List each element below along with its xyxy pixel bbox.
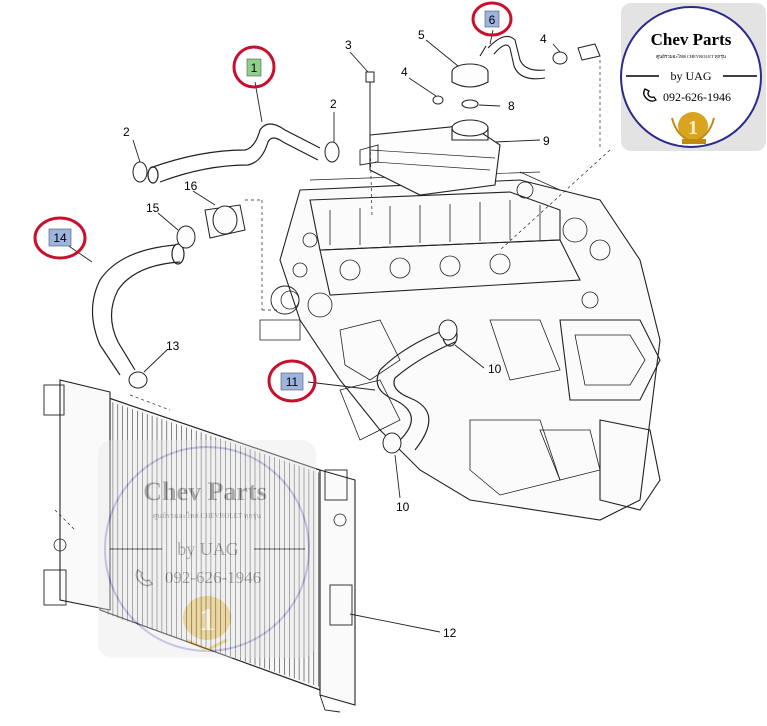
reservoir-cap [451, 63, 489, 109]
highlight-6: 6 [471, 1, 513, 37]
callout-9: 9 [543, 134, 550, 148]
callout-2a: 2 [123, 125, 130, 139]
hose-6 [479, 35, 546, 80]
callout-10a: 10 [488, 362, 502, 376]
svg-text:1: 1 [688, 117, 698, 139]
leader-lines [54, 29, 611, 633]
callout-14: 14 [53, 231, 67, 245]
badge-title: Chev Parts [651, 30, 732, 49]
watermark-phone-icon [135, 568, 154, 587]
callout-2b: 2 [330, 97, 337, 111]
highlight-1: 1 [232, 45, 276, 89]
callout-15: 15 [146, 201, 160, 215]
phone-icon [643, 88, 657, 102]
watermark-by: by UAG [177, 539, 239, 559]
badge-by: by UAG [671, 69, 712, 83]
callout-12: 12 [443, 626, 457, 640]
callout-13: 13 [166, 339, 180, 353]
watermark-phone: 092-626-1946 [165, 568, 261, 587]
callout-5: 5 [418, 28, 425, 42]
callout-16: 16 [184, 179, 198, 193]
watermark-number-one-logo: 1 [183, 596, 231, 652]
callout-numbers: 2 2 3 4 4 5 8 9 10 10 12 13 15 16 [123, 28, 550, 640]
callout-4a: 4 [401, 65, 408, 79]
number-one-gold-logo: 1 [671, 112, 715, 144]
watermark: Chev Parts ศูนย์รวมอะไหล่ CHEVROLET ทุกร… [98, 440, 316, 658]
watermark-subtitle: ศูนย์รวมอะไหล่ CHEVROLET ทุกรุ่น [153, 511, 262, 520]
callout-8: 8 [508, 99, 515, 113]
svg-text:1: 1 [199, 601, 215, 637]
radiator [43, 379, 356, 713]
hose-14 [91, 243, 185, 376]
badge-subtitle: ศูนย์รวมอะไหล่ CHEVROLET ทุกรุ่น [656, 53, 726, 60]
small-parts [128, 43, 601, 454]
highlight-11: 11 [267, 359, 317, 403]
coolant-reservoir [359, 119, 501, 196]
highlight-14: 14 [33, 216, 87, 260]
callout-10b: 10 [396, 500, 410, 514]
callout-11: 11 [286, 375, 299, 389]
callout-6: 6 [489, 13, 496, 27]
engine-block [259, 171, 661, 521]
callout-1: 1 [251, 61, 258, 75]
brand-badge: Chev Parts ศูนย์รวมอะไหล่ CHEVROLET ทุกร… [620, 3, 766, 151]
callout-3: 3 [345, 38, 352, 52]
badge-phone: 092-626-1946 [663, 90, 731, 104]
callout-4b: 4 [540, 32, 547, 46]
hose-1 [147, 123, 321, 184]
watermark-title: Chev Parts [143, 477, 266, 506]
